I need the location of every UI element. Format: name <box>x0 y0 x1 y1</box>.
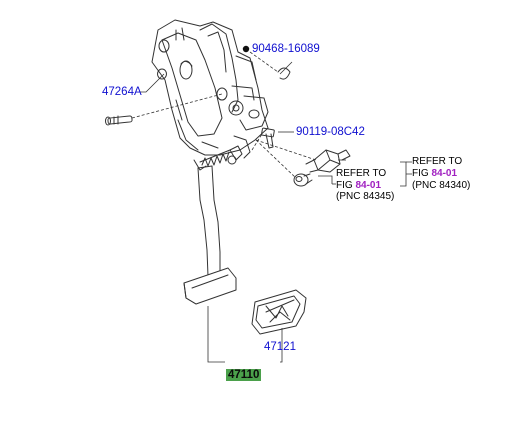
pedal-pad-on-arm <box>183 267 237 305</box>
ref-left-pnc: (PNC 84345) <box>336 191 395 202</box>
return-spring <box>193 135 251 171</box>
pedal-arm <box>197 165 221 277</box>
label-bolt-clip[interactable]: 90468-16089 <box>252 43 320 55</box>
ref-right-line1: REFER TO <box>412 156 463 167</box>
pedal-bracket <box>151 19 269 156</box>
ref-left-fig[interactable]: FIG 84-01 <box>336 180 381 192</box>
label-pedal-pad[interactable]: 47121 <box>264 341 296 353</box>
dot-marker <box>242 45 250 53</box>
label-pivot-pin[interactable]: 47264A <box>102 86 142 98</box>
bolt-clip-part <box>277 67 291 80</box>
label-bolt[interactable]: 90119-08C42 <box>296 126 365 138</box>
pedal-pad-47121 <box>251 289 307 335</box>
ref-left-line1: REFER TO <box>336 168 387 179</box>
stop-lamp-switch <box>305 149 351 173</box>
ref-right-fig[interactable]: FIG 84-01 <box>412 168 457 180</box>
bolt-part <box>261 127 275 149</box>
ref-right-pnc: (PNC 84340) <box>412 180 471 191</box>
ref-right-fig-number[interactable]: 84-01 <box>431 168 458 179</box>
pivot-pin <box>105 115 133 126</box>
label-pedal-assembly[interactable]: 47110 <box>226 369 262 381</box>
ref-right-fig-prefix: FIG <box>412 168 432 179</box>
ref-left-fig-prefix: FIG <box>336 180 356 191</box>
ref-left-fig-number[interactable]: 84-01 <box>355 180 382 191</box>
cushion <box>293 173 313 187</box>
